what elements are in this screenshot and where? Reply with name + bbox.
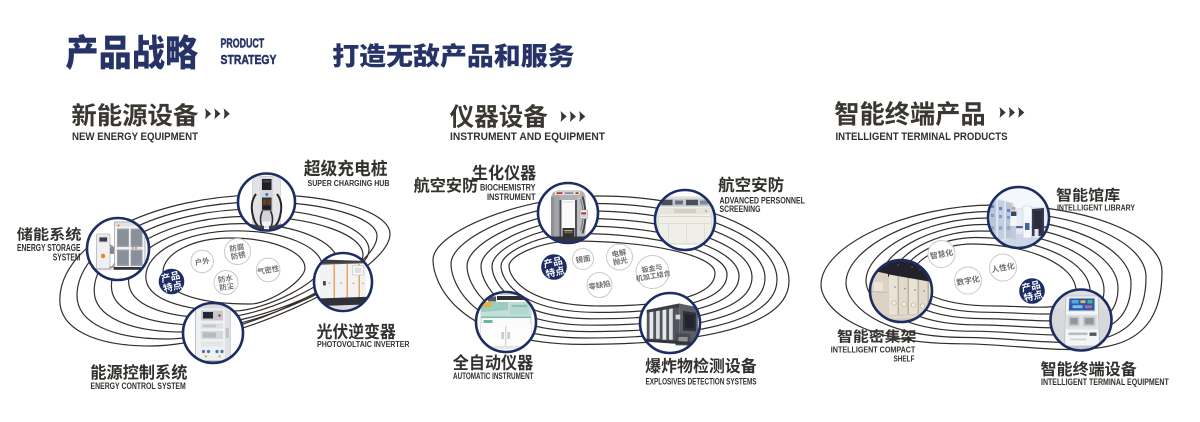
svg-text:INTELLIGENT LIBRARY: INTELLIGENT LIBRARY	[1057, 203, 1135, 212]
svg-text:SYSTEM: SYSTEM	[53, 253, 81, 264]
svg-text:INTELLIGENT TERMINAL PRODUCTS: INTELLIGENT TERMINAL PRODUCTS	[836, 131, 1008, 143]
svg-text:SHELF: SHELF	[894, 355, 915, 364]
svg-text:NEW ENERGY EQUIPMENT: NEW ENERGY EQUIPMENT	[72, 131, 198, 143]
svg-text:INSTRUMENT AND EQUIPMENT: INSTRUMENT AND EQUIPMENT	[450, 131, 605, 143]
svg-text:ADVANCED PERSONNEL: ADVANCED PERSONNEL	[720, 195, 806, 205]
svg-text:BIOCHEMISTRY: BIOCHEMISTRY	[480, 183, 536, 193]
svg-text:SUPER CHARGING HUB: SUPER CHARGING HUB	[308, 179, 390, 188]
svg-text:SCREENING: SCREENING	[720, 204, 761, 214]
svg-text:ENERGY CONTROL SYSTEM: ENERGY CONTROL SYSTEM	[91, 381, 186, 391]
svg-text:PRODUCT: PRODUCT	[221, 36, 265, 51]
svg-text:INSTRUMENT: INSTRUMENT	[487, 192, 536, 202]
svg-text:INTELLIGENT COMPACT: INTELLIGENT COMPACT	[831, 346, 916, 355]
svg-text:PHOTOVOLTAIC INVERTER: PHOTOVOLTAIC INVERTER	[317, 340, 410, 349]
svg-text:EXPLOSIVES DETECTION SYSTEMS: EXPLOSIVES DETECTION SYSTEMS	[646, 376, 757, 386]
svg-text:INTELLIGENT TERMINAL EQUIPMENT: INTELLIGENT TERMINAL EQUIPMENT	[1041, 377, 1169, 387]
svg-text:AUTOMATIC INSTRUMENT: AUTOMATIC INSTRUMENT	[453, 371, 534, 381]
svg-text:ENERGY STORAGE: ENERGY STORAGE	[17, 243, 81, 254]
svg-text:STRATEGY: STRATEGY	[221, 52, 277, 67]
